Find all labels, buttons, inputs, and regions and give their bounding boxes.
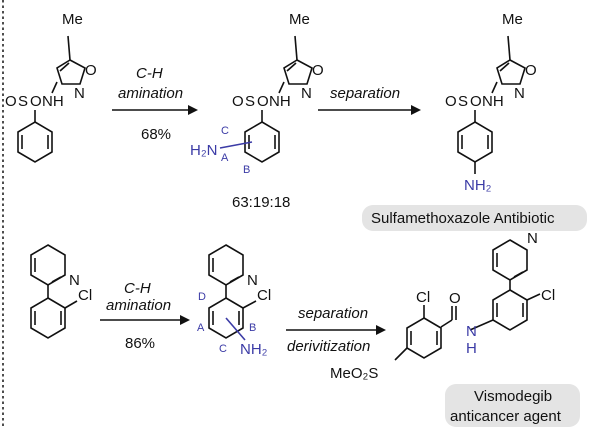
- amine-bond: [219, 141, 253, 149]
- isomer-ratio: 63:19:18: [232, 194, 290, 211]
- vismodegib-label: Vismodegib: [474, 388, 552, 405]
- chloro-right-label: Cl: [541, 287, 555, 304]
- sulfur-eq-oxygen: O: [257, 93, 269, 110]
- sulfone-label: MeO₂S: [330, 365, 378, 382]
- bottom-arrow-2: separation derivitization: [286, 305, 386, 355]
- amine-bond: [225, 317, 246, 341]
- nh-label: NH: [482, 93, 504, 110]
- top-arrow-2: separation: [318, 85, 421, 115]
- vismodegib-class-label: anticancer agent: [450, 408, 562, 425]
- bottom-step1-line1: C-H: [124, 280, 151, 297]
- pyridine-nitrogen-label: N: [527, 230, 538, 247]
- top-molecule-2-labels: Me O N O S O NH H₂N A B C 63:19:18: [190, 11, 324, 211]
- sulfamethoxazole-label: Sulfamethoxazole Antibiotic: [371, 210, 555, 227]
- sulfonyl-oxygen-left: O: [232, 93, 244, 110]
- ring-nitrogen-label: N: [74, 85, 85, 102]
- position-c-label: C: [221, 125, 229, 137]
- bottom-step2-line2: derivitization: [287, 338, 370, 355]
- sulfur-label: S: [458, 93, 468, 110]
- amide-nitrogen-label: N: [466, 323, 477, 340]
- sulfur-label: S: [245, 93, 255, 110]
- methyl-label: Me: [289, 11, 310, 28]
- methyl-label: Me: [62, 11, 83, 28]
- pyridine-nitrogen-label: N: [247, 272, 258, 289]
- sulfamethoxazole-badge: Sulfamethoxazole Antibiotic: [362, 205, 587, 231]
- ring-oxygen-label: O: [525, 62, 537, 79]
- vismodegib-badge: Vismodegib anticancer agent: [445, 384, 580, 427]
- bottom-step2-line1: separation: [298, 305, 368, 322]
- sulfonyl-oxygen-left: O: [5, 93, 17, 110]
- top-molecule-3-labels: Me O N O S O NH NH₂: [445, 11, 537, 194]
- top-step2-label: separation: [330, 85, 400, 102]
- position-b-label: B: [249, 322, 256, 334]
- position-b-label: B: [243, 164, 250, 176]
- bottom-molecule-2-labels: N Cl NH₂ A B C D: [197, 272, 271, 358]
- top-molecule-2: [244, 35, 313, 163]
- top-step1-yield: 68%: [141, 126, 171, 143]
- ring-oxygen-label: O: [312, 62, 324, 79]
- sulfur-label: S: [18, 93, 28, 110]
- amine-label: H₂N: [190, 142, 218, 159]
- bottom-molecule-2: [208, 244, 257, 339]
- position-a-label: A: [221, 152, 229, 164]
- methyl-label: Me: [502, 11, 523, 28]
- chloro-label: Cl: [257, 287, 271, 304]
- top-molecule-3: [457, 35, 526, 174]
- position-c-label: C: [219, 343, 227, 355]
- position-a-label: A: [197, 322, 205, 334]
- bottom-step1-line2: amination: [106, 297, 171, 314]
- nh-label: NH: [42, 93, 64, 110]
- ring-nitrogen-label: N: [301, 85, 312, 102]
- top-step1-line2: amination: [118, 85, 183, 102]
- nh-label: NH: [269, 93, 291, 110]
- ring-nitrogen-label: N: [514, 85, 525, 102]
- bottom-molecule-1-labels: N Cl: [69, 272, 92, 304]
- sulfonyl-oxygen-left: O: [445, 93, 457, 110]
- amine-label: NH₂: [240, 341, 268, 358]
- bottom-molecule-1: [30, 244, 78, 339]
- pyridine-nitrogen-label: N: [69, 272, 80, 289]
- ring-oxygen-label: O: [85, 62, 97, 79]
- carbonyl-oxygen-label: O: [449, 290, 461, 307]
- sulfur-eq-oxygen: O: [30, 93, 42, 110]
- amide-hydrogen-label: H: [466, 340, 477, 357]
- bottom-molecule-3-labels: N Cl O N H Cl MeO₂S: [330, 230, 555, 382]
- chloro-label: Cl: [78, 287, 92, 304]
- bottom-molecule-3: [394, 239, 541, 361]
- top-molecule-1-labels: Me O N O S O NH: [5, 11, 97, 110]
- position-d-label: D: [198, 291, 206, 303]
- top-arrow-1: C-H amination 68%: [112, 65, 198, 143]
- top-molecule-1: [17, 35, 86, 163]
- chloro-left-label: Cl: [416, 289, 430, 306]
- sulfur-eq-oxygen: O: [470, 93, 482, 110]
- amine-label: NH₂: [464, 177, 492, 194]
- bottom-step1-yield: 86%: [125, 335, 155, 352]
- top-step1-line1: C-H: [136, 65, 163, 82]
- bottom-arrow-1: C-H amination 86%: [100, 280, 190, 352]
